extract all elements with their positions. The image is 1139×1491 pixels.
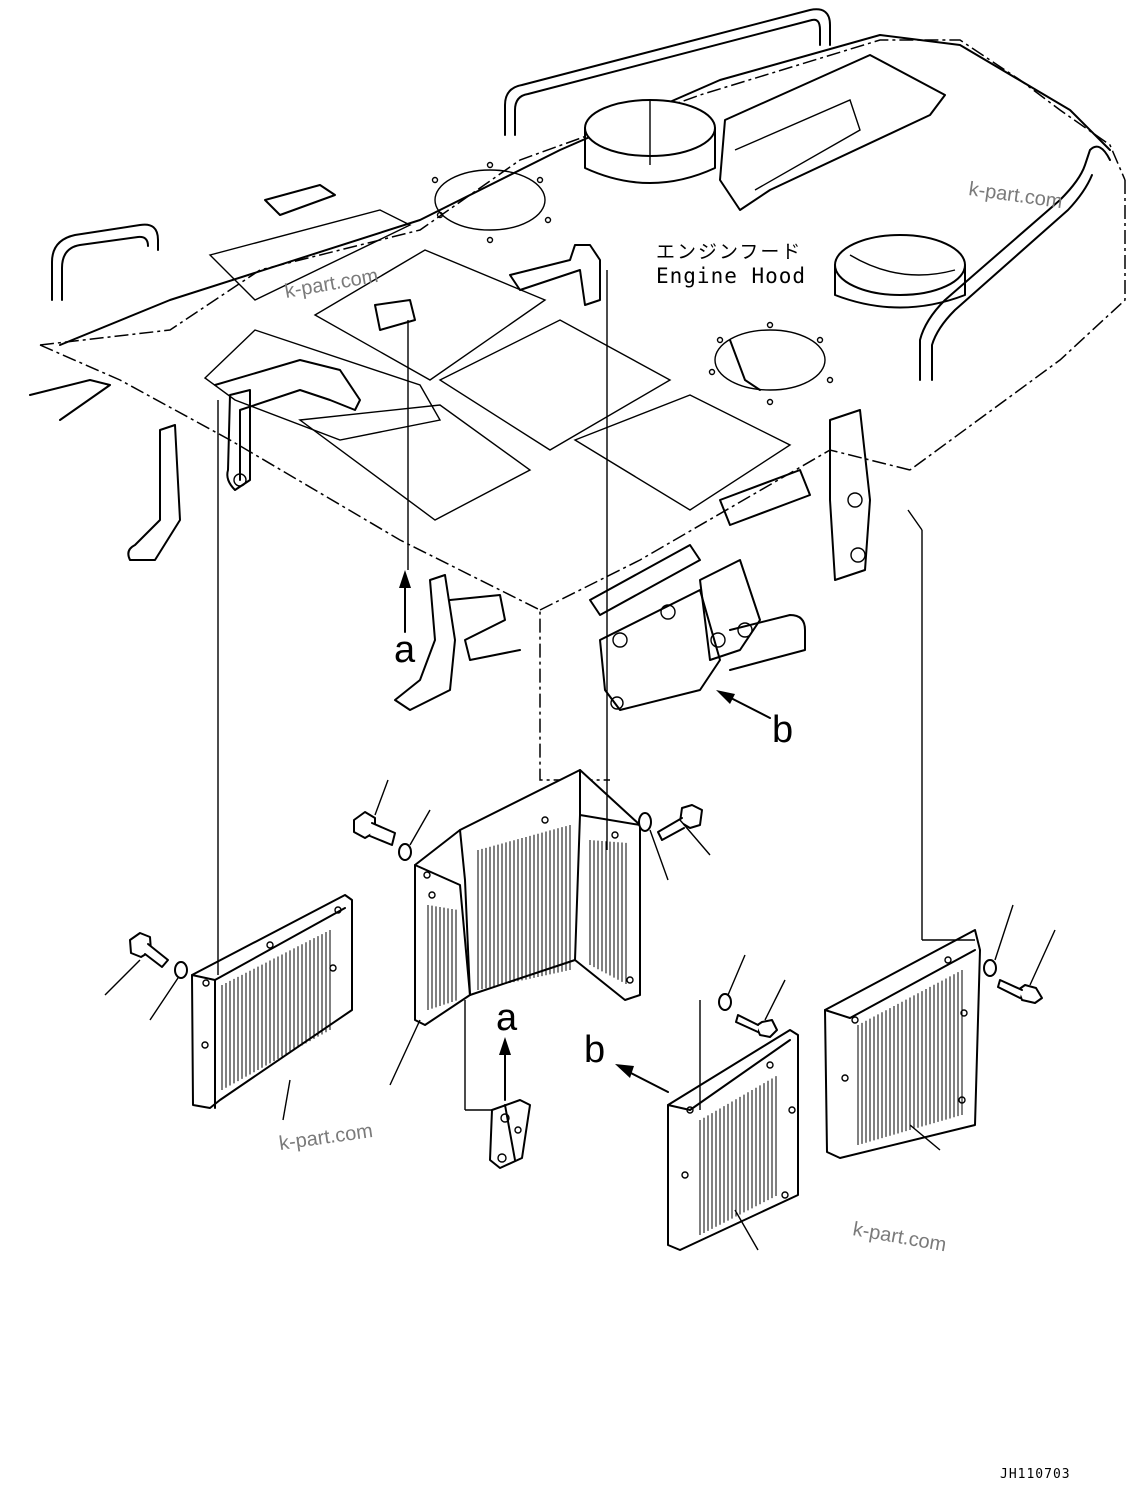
callout-a-upper: a <box>394 629 416 671</box>
callout-a-lower: a <box>496 997 518 1039</box>
bracket-a <box>489 1099 531 1169</box>
left-cover-panel <box>191 894 353 1109</box>
drawing-code: JH110703 <box>1000 1467 1071 1482</box>
leader-lines <box>104 270 1056 1251</box>
callout-b-lower: b <box>584 1029 605 1071</box>
callout-arrows <box>399 570 771 1101</box>
part-name-english: Engine Hood <box>656 264 806 288</box>
center-cover-panel <box>414 769 641 1026</box>
hood-bolt-holes <box>431 161 834 406</box>
lower-right-cover-panel <box>667 1029 799 1251</box>
center-panel-vents <box>427 825 627 1010</box>
right-cover-panel <box>824 929 981 1159</box>
bolts-and-washers <box>129 804 1043 1038</box>
lower-right-panel-vents <box>699 1076 777 1235</box>
right-panel-vents <box>857 970 963 1145</box>
callout-b-upper: b <box>772 709 793 751</box>
watermark-bottom-left: k-part.com <box>278 1120 375 1155</box>
watermark-top-right: k-part.com <box>967 178 1064 213</box>
left-panel-vents <box>221 930 331 1090</box>
engine-hood <box>29 8 1126 781</box>
part-name-japanese: エンジンフード <box>656 241 802 263</box>
watermark-bottom-right: k-part.com <box>851 1218 948 1256</box>
watermark-top-left: k-part.com <box>283 265 380 303</box>
